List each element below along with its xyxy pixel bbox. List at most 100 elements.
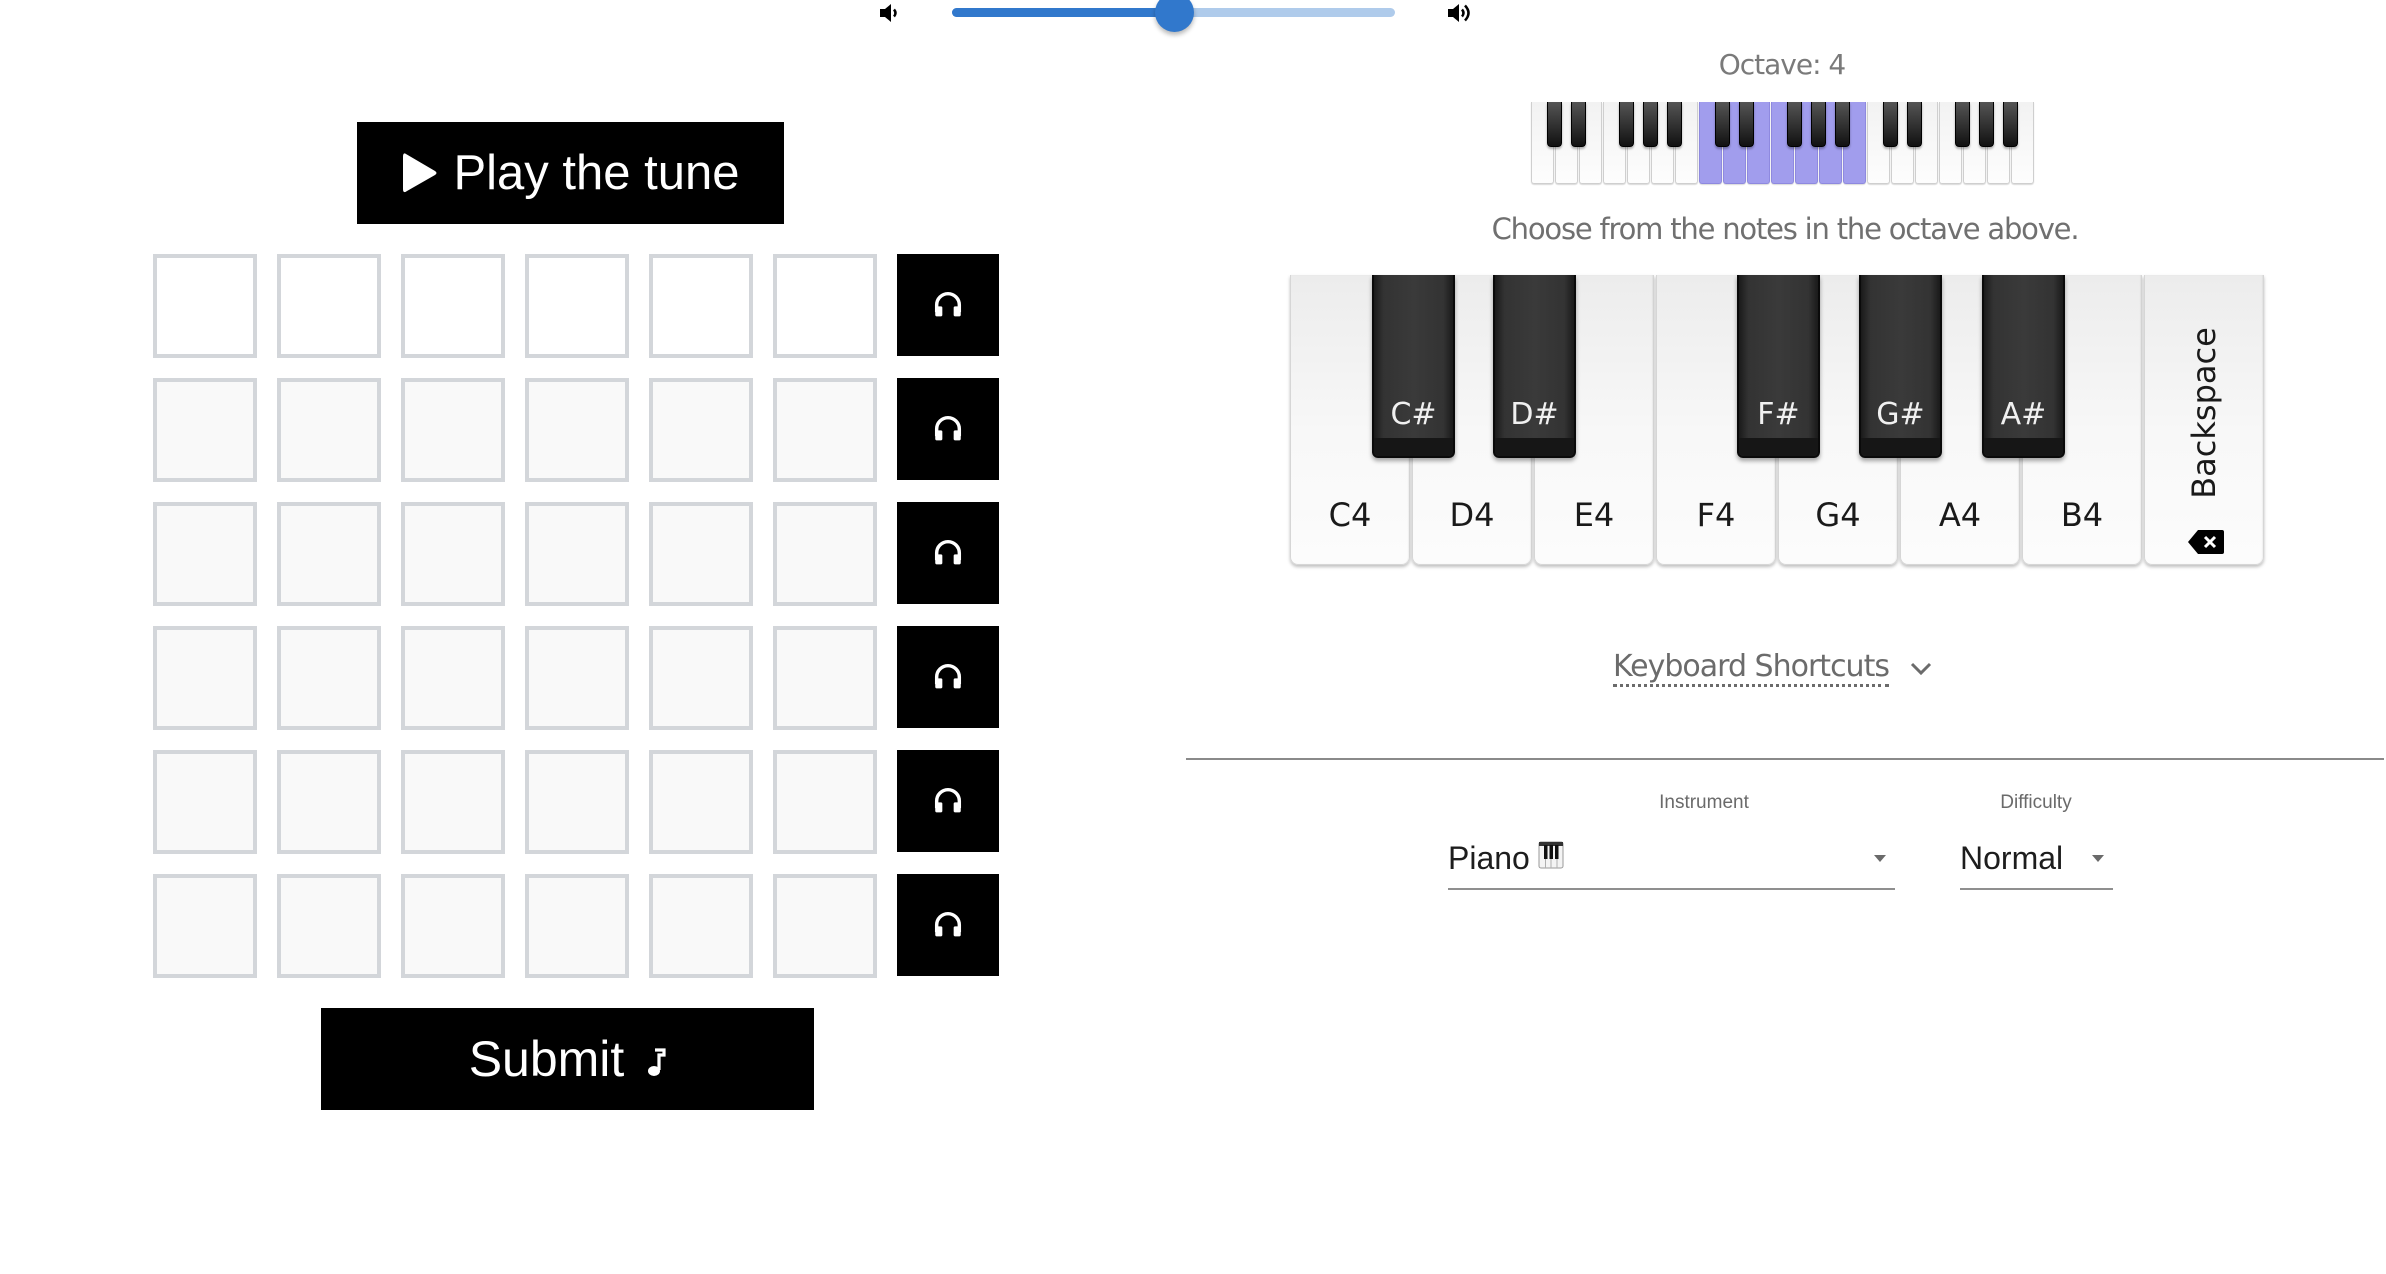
difficulty-select[interactable]: Normal — [1960, 838, 2113, 890]
dropdown-arrow-icon — [1874, 855, 1886, 862]
piano-emoji-icon — [1538, 841, 1564, 869]
guess-cell — [277, 378, 381, 482]
mini-black-key — [1955, 102, 1970, 147]
backspace-label: Backspace — [2185, 327, 2223, 499]
octave-selector-keyboard[interactable] — [1531, 102, 2035, 185]
guess-cell — [401, 874, 505, 978]
guess-cell — [277, 626, 381, 730]
guess-cell — [153, 378, 257, 482]
guess-row-4 — [153, 626, 897, 730]
play-tune-button[interactable]: Play the tune — [357, 122, 784, 224]
guess-cell — [773, 750, 877, 854]
guess-cell — [153, 750, 257, 854]
listen-row-6-button[interactable] — [897, 874, 999, 976]
guess-row-6 — [153, 874, 897, 978]
guess-cell — [401, 254, 505, 358]
mini-black-key — [1619, 102, 1634, 147]
instrument-label: Instrument — [1659, 792, 1749, 813]
keyboard-shortcuts-toggle[interactable]: Keyboard Shortcuts — [1613, 650, 1933, 687]
music-note-icon — [648, 1048, 666, 1076]
backspace-key[interactable]: Backspace — [2144, 275, 2264, 565]
guess-cell — [649, 874, 753, 978]
play-tune-label: Play the tune — [453, 146, 740, 200]
key-label: B4 — [2060, 496, 2104, 534]
mini-black-key — [1739, 102, 1754, 147]
guess-cell — [773, 254, 877, 358]
piano-keyboard: C4 D4 E4 F4 G4 A4 B4 Backspace C# D# F# … — [1290, 275, 2266, 567]
guess-cell — [153, 254, 257, 358]
listen-row-3-button[interactable] — [897, 502, 999, 604]
mini-black-key — [1907, 102, 1922, 147]
guess-row-3 — [153, 502, 897, 606]
guess-cell — [401, 750, 505, 854]
mini-black-key — [1547, 102, 1562, 147]
guess-cell — [525, 626, 629, 730]
submit-label: Submit — [468, 1031, 625, 1087]
guess-cell — [525, 874, 629, 978]
guess-cell — [649, 254, 753, 358]
difficulty-value: Normal — [1960, 840, 2064, 876]
headphones-icon — [934, 416, 962, 441]
listen-row-4-button[interactable] — [897, 626, 999, 728]
mini-black-key — [1979, 102, 1994, 147]
key-label: D4 — [1449, 496, 1495, 534]
key-a-sharp4[interactable]: A# — [1982, 275, 2065, 458]
mini-black-key — [1883, 102, 1898, 147]
octave-hint: Choose from the notes in the octave abov… — [1491, 212, 2080, 246]
key-f-sharp4[interactable]: F# — [1737, 275, 1820, 458]
guess-cell — [401, 626, 505, 730]
guess-cell — [649, 750, 753, 854]
headphones-icon — [934, 664, 962, 689]
play-icon — [403, 153, 437, 193]
guess-cell — [153, 626, 257, 730]
guess-cell — [277, 874, 381, 978]
volume-slider-fill — [952, 8, 1174, 17]
guess-row-1 — [153, 254, 897, 358]
key-d-sharp4[interactable]: D# — [1493, 275, 1576, 458]
key-g-sharp4[interactable]: G# — [1859, 275, 1942, 458]
guess-cell — [649, 502, 753, 606]
mini-black-key — [1571, 102, 1586, 147]
guess-cell — [525, 254, 629, 358]
guess-cell — [401, 378, 505, 482]
instrument-select[interactable]: Piano — [1448, 838, 1895, 890]
listen-row-1-button[interactable] — [897, 254, 999, 356]
mini-black-key — [1643, 102, 1658, 147]
key-label: D# — [1510, 397, 1559, 432]
volume-up-icon[interactable] — [1446, 2, 1474, 24]
key-label: G# — [1876, 397, 1925, 432]
key-label: A# — [2000, 397, 2047, 432]
key-label: F4 — [1696, 496, 1736, 534]
mini-black-key — [1811, 102, 1826, 147]
guess-cell — [277, 750, 381, 854]
key-label: G4 — [1815, 496, 1861, 534]
octave-label: Octave: 4 — [1718, 48, 1847, 81]
guess-cell — [525, 750, 629, 854]
volume-slider[interactable] — [952, 0, 1395, 32]
section-divider — [1186, 758, 2384, 760]
submit-button[interactable]: Submit — [321, 1008, 814, 1110]
volume-slider-thumb[interactable] — [1154, 0, 1194, 32]
mini-black-key — [1715, 102, 1730, 147]
mini-black-key — [1667, 102, 1682, 147]
guess-cell — [153, 502, 257, 606]
mini-black-key — [1835, 102, 1850, 147]
keyboard-shortcuts-label: Keyboard Shortcuts — [1613, 650, 1890, 687]
guess-row-5 — [153, 750, 897, 854]
volume-down-icon[interactable] — [878, 2, 902, 24]
key-label: A4 — [1938, 496, 1982, 534]
guess-cell — [277, 254, 381, 358]
listen-row-5-button[interactable] — [897, 750, 999, 852]
difficulty-label: Difficulty — [2000, 792, 2072, 813]
guess-cell — [773, 502, 877, 606]
guess-cell — [649, 626, 753, 730]
key-label: C4 — [1328, 496, 1372, 534]
mini-black-key — [2003, 102, 2018, 147]
listen-row-2-button[interactable] — [897, 378, 999, 480]
guess-cell — [649, 378, 753, 482]
guess-row-2 — [153, 378, 897, 482]
key-c-sharp4[interactable]: C# — [1372, 275, 1455, 458]
guess-cell — [401, 502, 505, 606]
headphones-icon — [934, 292, 962, 317]
guess-cell — [525, 378, 629, 482]
